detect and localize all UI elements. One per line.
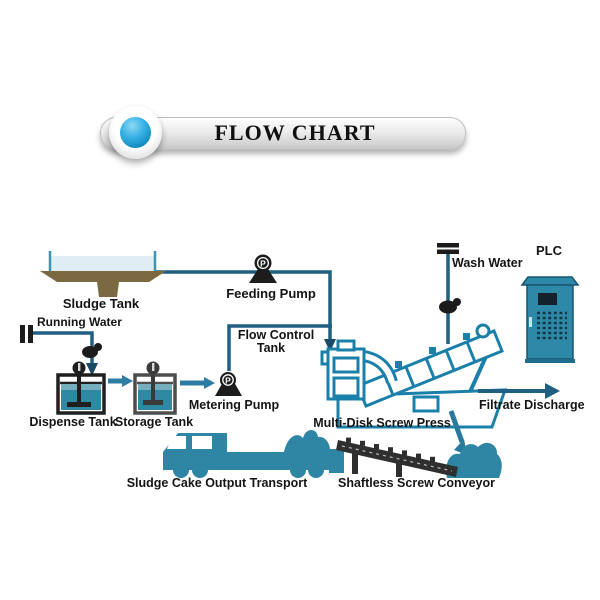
filtrate-arrow [478, 383, 560, 399]
multi-disk-screw-press [320, 323, 508, 429]
label-shaftless-screw-conveyor: Shaftless Screw Conveyor [337, 476, 495, 490]
label-flow-control-line2: Tank [256, 341, 286, 355]
plc-cabinet [520, 276, 580, 363]
pump-symbol: P [260, 259, 266, 269]
label-sludge-tank: Sludge Tank [62, 296, 140, 311]
transfer-arrows [108, 375, 215, 389]
dispense-tank [56, 361, 106, 415]
label-feeding-pump: Feeding Pump [226, 286, 316, 301]
label-running-water: Running Water [37, 315, 122, 329]
shaftless-screw-conveyor [329, 437, 458, 477]
storage-tank [133, 361, 177, 415]
pipe-arrowheads [86, 339, 336, 376]
label-dispense-tank: Dispense Tank [29, 415, 117, 429]
label-plc: PLC [536, 243, 562, 258]
transport-truck [163, 430, 333, 478]
label-sludge-cake-output-transport: Sludge Cake Output Transport [126, 476, 308, 490]
page-title: FLOW CHART [214, 120, 376, 145]
metering-pump-icon: P [215, 372, 242, 396]
label-metering-pump: Metering Pump [188, 398, 280, 412]
feeding-pump-icon: P [249, 254, 277, 283]
faucet-icon [20, 325, 33, 343]
label-wash-water: Wash Water [452, 256, 523, 270]
valve-icon-running-water [82, 343, 102, 358]
banner-bullet-icon [109, 106, 162, 159]
label-filtrate-discharge: Filtrate Discharge [479, 398, 585, 412]
cake-discharge [446, 410, 502, 478]
pump-symbol: P [225, 376, 231, 386]
wash-water-inlet [437, 243, 461, 314]
sludge-tank [40, 251, 166, 297]
label-multi-disk-screw-press: Multi-Disk Screw Press [313, 416, 451, 430]
label-flow-control-line1: Flow Control [237, 328, 315, 342]
label-storage-tank: Storage Tank [114, 415, 194, 429]
sludge-cake-pile [446, 442, 502, 478]
